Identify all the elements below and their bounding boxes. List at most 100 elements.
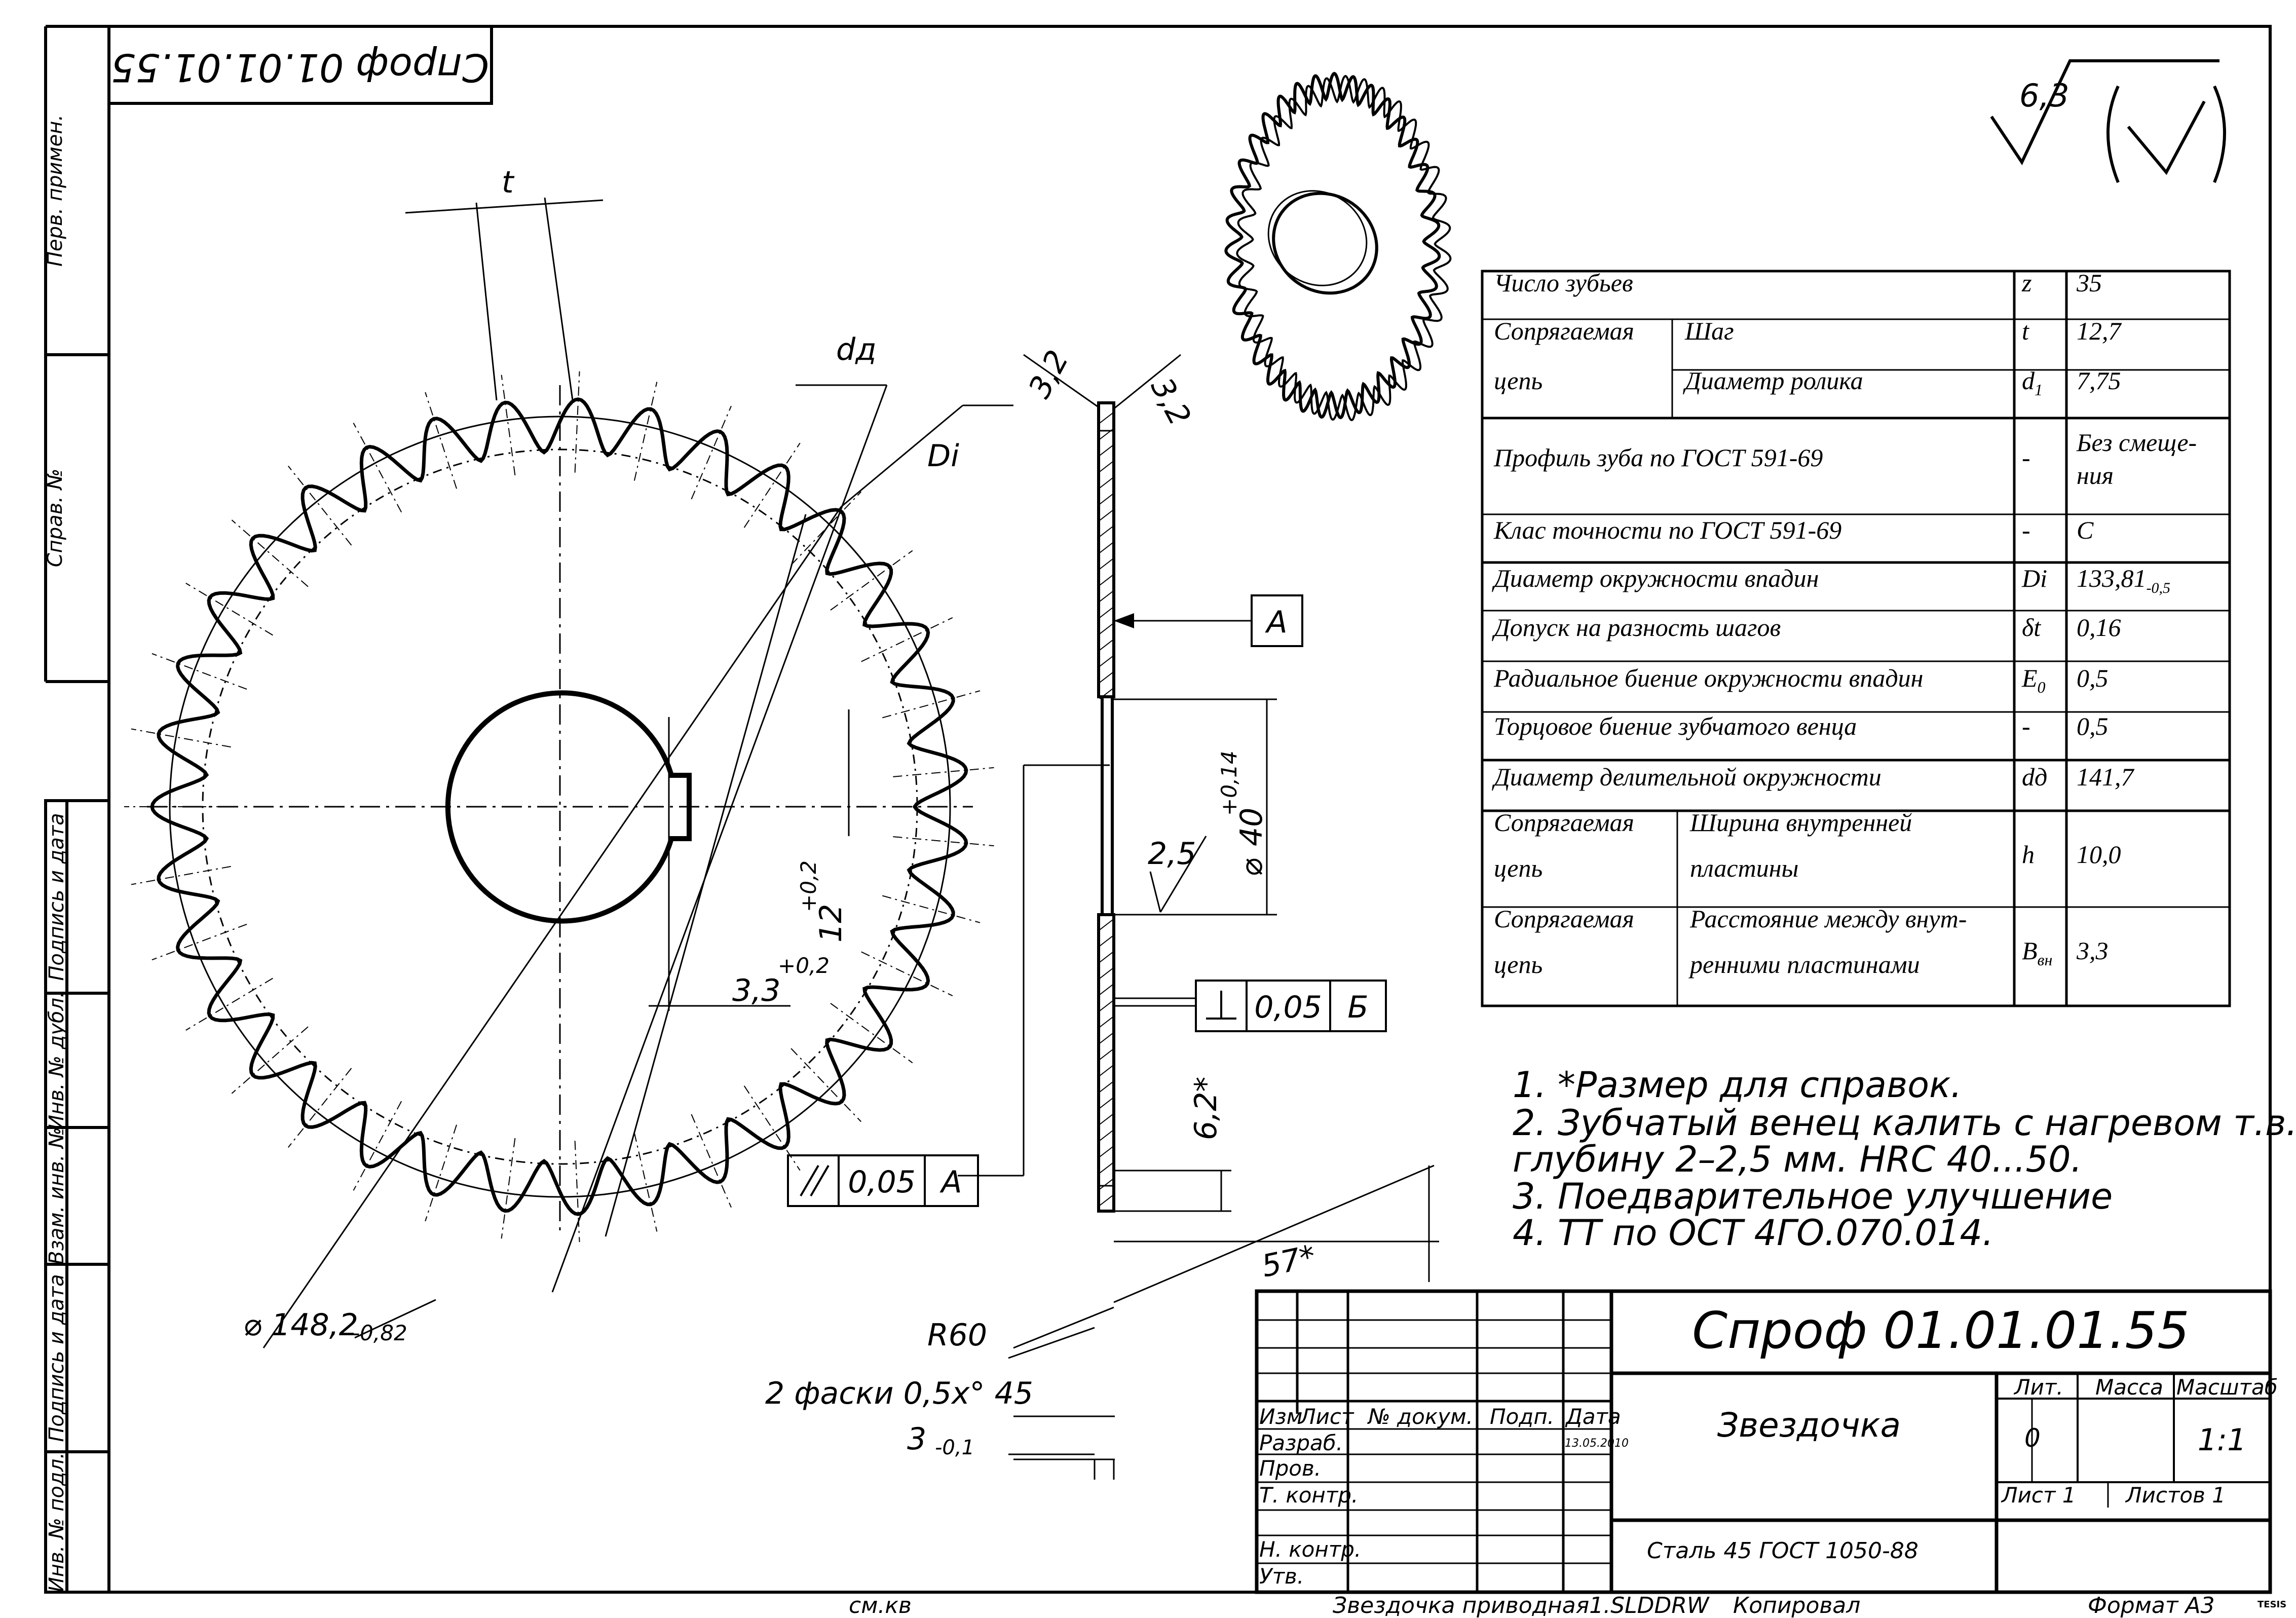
hatch-line bbox=[1099, 461, 1113, 472]
param-value: 0,5 bbox=[2077, 664, 2109, 692]
param-symbol: Di bbox=[2021, 564, 2047, 592]
root-circle bbox=[202, 448, 918, 1165]
param-label: Допуск на разность шагов bbox=[1492, 613, 1781, 642]
strip-inv-podl: Инв. № подл. bbox=[45, 1452, 68, 1592]
hatch-line bbox=[1099, 623, 1113, 634]
dim-chamfer-right: 3,2 bbox=[1144, 372, 1198, 431]
tb-utv: Утв. bbox=[1259, 1564, 1304, 1589]
footer-format: Формат А3 bbox=[2088, 1593, 2215, 1618]
param-label: Диаметр делительной окружности bbox=[1492, 763, 1881, 791]
hatch-line bbox=[1099, 952, 1113, 963]
hatch-line bbox=[1099, 429, 1113, 440]
param-value: С bbox=[2077, 516, 2094, 544]
param-sublabel-2: пластины bbox=[1690, 854, 1798, 882]
param-symbol: - bbox=[2022, 712, 2030, 740]
tooth-axis-line bbox=[861, 951, 953, 997]
param-label: Радиальное биение окружности впадин bbox=[1493, 664, 1923, 692]
param-sublabel: Ширина внутренней bbox=[1689, 808, 1912, 837]
tooth-axis-line bbox=[791, 491, 862, 566]
rotated-designation-box bbox=[107, 25, 493, 105]
tooth-axis-line bbox=[633, 1133, 658, 1232]
hatch-line bbox=[1099, 1130, 1113, 1141]
parallelism-value: 0,05 bbox=[848, 1164, 916, 1200]
title-material: Сталь 45 ГОСТ 1050-88 bbox=[1647, 1538, 1918, 1564]
note-line-4: 3. Поедварительное улучшение bbox=[1513, 1176, 2113, 1217]
param-label: Число зубьев bbox=[1494, 269, 1633, 297]
roughness-value: 6,3 bbox=[2019, 77, 2069, 114]
side-view-dim-lines bbox=[958, 354, 1439, 1480]
dim-keyway-width-tol: +0,2 bbox=[778, 953, 830, 978]
tb-masshtab: Масштаб bbox=[2176, 1375, 2278, 1400]
tooth-axis-line bbox=[425, 392, 457, 489]
params-table-grid bbox=[1481, 270, 2231, 1007]
title-block-grid bbox=[1255, 1289, 2272, 1594]
hatch-line bbox=[1099, 1098, 1113, 1109]
parallelism-datum: А bbox=[939, 1164, 962, 1200]
param-label: Сопрягаемая bbox=[1494, 317, 1634, 345]
param-symbol: δt bbox=[2022, 613, 2041, 642]
dim-bore-tol: +0,14 bbox=[1217, 750, 1241, 816]
technical-notes: 1. *Размер для справок. 2. Зубчатый вене… bbox=[1513, 1064, 2296, 1254]
dim-thickness: 3 bbox=[907, 1421, 926, 1457]
dim-keyway-height-tol: +0,2 bbox=[796, 860, 821, 912]
note-line-5: 4. ТТ по ОСТ 4ГО.070.014. bbox=[1513, 1212, 1993, 1254]
sprocket-tooth-profile bbox=[150, 397, 968, 1216]
tb-lit: Лит. bbox=[2013, 1375, 2063, 1400]
param-symbol-sub: 0 bbox=[2038, 678, 2046, 696]
tooth-axis-line bbox=[425, 1124, 457, 1222]
tooth-axis-line bbox=[574, 1141, 580, 1243]
note-line-1: 1. *Размер для справок. bbox=[1513, 1064, 1962, 1106]
tooth-axis-line bbox=[231, 519, 309, 587]
hatch-line bbox=[1099, 1195, 1113, 1206]
param-symbol: z bbox=[2021, 269, 2031, 297]
footer-filename: Звездочка приводная1.SLDDRW bbox=[1333, 1593, 1710, 1618]
dim-outer-diameter-tol: -0,82 bbox=[352, 1321, 407, 1345]
tooth-axis-line bbox=[791, 1048, 862, 1122]
param-symbol: d1 bbox=[2022, 366, 2043, 399]
param-value: 3,3 bbox=[2076, 936, 2109, 965]
hatch-line bbox=[1099, 1017, 1113, 1028]
param-sublabel: Диаметр ролика bbox=[1683, 366, 1863, 395]
sprocket-side-view bbox=[1097, 401, 1115, 1213]
param-label-2: цепь bbox=[1494, 854, 1542, 882]
param-symbol: h bbox=[2022, 840, 2035, 869]
datum-a-box bbox=[1251, 594, 1303, 647]
perpendicularity-value: 0,05 bbox=[1254, 990, 1322, 1025]
tb-sheet: Лист 1 bbox=[2001, 1483, 2076, 1508]
hatch-line bbox=[1099, 412, 1113, 424]
hatch-line bbox=[1099, 656, 1113, 667]
hatch-line bbox=[1099, 526, 1113, 537]
tooth-axis-line bbox=[830, 1003, 913, 1064]
sprocket-front-view bbox=[124, 371, 994, 1243]
param-value: 10,0 bbox=[2077, 840, 2121, 869]
tooth-axis-line bbox=[574, 371, 580, 473]
param-label: Сопрягаемая bbox=[1494, 808, 1634, 837]
dim-57: 57* bbox=[1259, 1238, 1319, 1285]
param-value: 133,81-0,5 bbox=[2077, 564, 2170, 596]
param-value: 35 bbox=[2076, 269, 2102, 297]
param-sublabel: Расстояние между внут- bbox=[1689, 905, 1967, 933]
tb-date-value: 13.05.2010 bbox=[1565, 1437, 1629, 1450]
hatch-line bbox=[1099, 542, 1113, 553]
tooth-axis-line bbox=[743, 1085, 801, 1171]
hatch-line bbox=[1099, 607, 1113, 618]
dim-outer-diameter: ⌀ 148,2 bbox=[243, 1307, 358, 1343]
param-label: Диаметр окружности впадин bbox=[1492, 564, 1819, 592]
dim-hub-6-2: 6,2* bbox=[1188, 1077, 1224, 1140]
dim-t: t bbox=[502, 165, 515, 200]
param-label: Профиль зуба по ГОСТ 591-69 bbox=[1493, 443, 1823, 472]
left-strip: Перв. примен. Справ. № Подпись и дата Ин… bbox=[44, 25, 110, 1594]
hatch-line bbox=[1099, 558, 1113, 570]
sprocket-3d-bore-inner bbox=[1267, 190, 1368, 286]
dim-radius: R60 bbox=[927, 1318, 987, 1353]
dim-keyway-height: 12 bbox=[813, 904, 849, 943]
param-value: 0,16 bbox=[2077, 613, 2121, 642]
hatch-line bbox=[1099, 984, 1113, 995]
strip-perv-primen: Перв. примен. bbox=[44, 115, 67, 267]
hatch-line bbox=[1099, 510, 1113, 521]
strip-podpis-data-1: Подпись и дата bbox=[45, 813, 68, 981]
datum-a-triangle bbox=[1114, 613, 1134, 628]
sprocket-3d-bore bbox=[1272, 192, 1378, 295]
